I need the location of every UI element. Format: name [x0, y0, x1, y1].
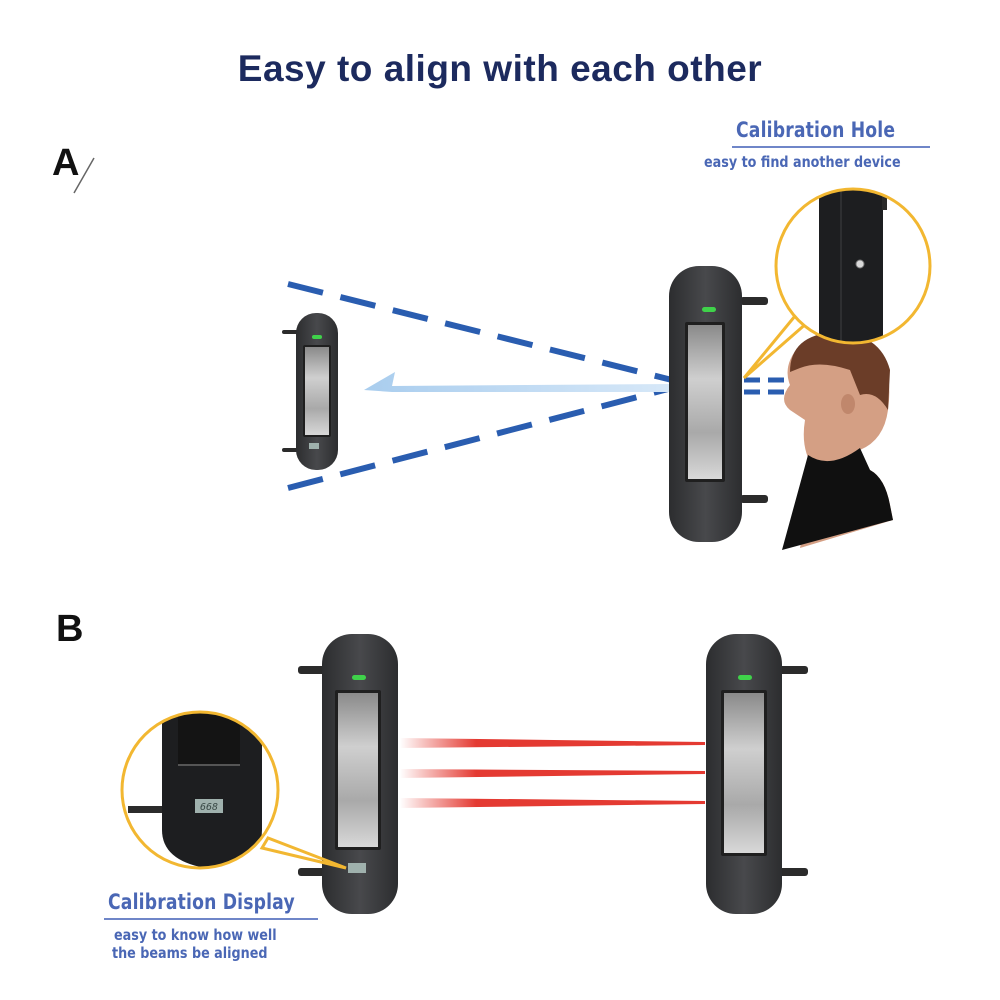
alignment-arrow [364, 372, 672, 392]
page-title: Easy to align with each other [237, 48, 763, 89]
laser-beam-2 [400, 769, 705, 778]
led-indicator [738, 675, 752, 680]
section-label-b: B [56, 608, 84, 650]
led-indicator [352, 675, 366, 680]
calibration-display-title: Calibration Display [108, 890, 295, 914]
display-readout: 668 [200, 802, 218, 813]
laser-beam-1 [400, 738, 705, 748]
dashed-beam-upper [287, 281, 673, 383]
dashed-beam-lower [287, 385, 673, 491]
calibration-display-subtitle-1: easy to know how well [114, 926, 277, 944]
led-indicator [312, 335, 322, 339]
laser-beams [400, 738, 705, 808]
receiver-device-b [298, 634, 398, 914]
led-indicator [702, 307, 716, 312]
calibration-display-subtitle-2: the beams be aligned [112, 944, 268, 962]
calibration-hole-rule [732, 146, 930, 148]
calibration-hole-title: Calibration Hole [736, 118, 896, 142]
transmitter-device-b [706, 634, 808, 914]
person-illustration [782, 332, 893, 550]
eye-sight-line [744, 377, 784, 395]
calibration-display-small [348, 863, 366, 873]
calibration-hole-callout [742, 187, 932, 380]
laser-beam-3 [400, 798, 705, 808]
calibration-hole [855, 259, 865, 269]
transmitter-device-a [669, 266, 768, 542]
receiver-device-small [282, 313, 338, 470]
calibration-display-rule [104, 918, 318, 920]
calibration-display-callout: 668 [120, 710, 347, 870]
calibration-hole-subtitle: easy to find another device [704, 153, 901, 171]
